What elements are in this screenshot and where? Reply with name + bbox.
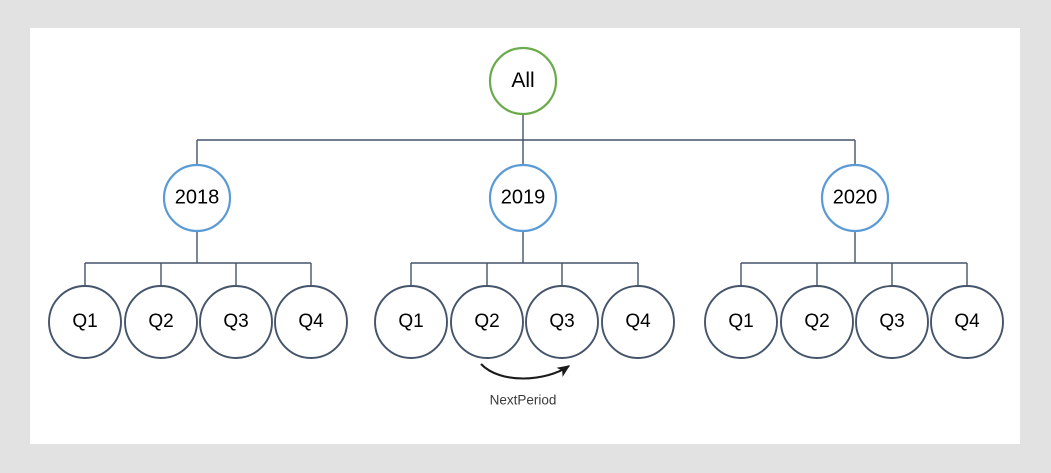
node-2018-q1[interactable]	[48, 285, 122, 359]
node-2020-q3[interactable]	[855, 285, 929, 359]
node-2019-q3[interactable]	[525, 285, 599, 359]
node-year-2019[interactable]	[488, 163, 558, 233]
node-2018-q4[interactable]	[274, 285, 348, 359]
next-period-label: NextPeriod	[489, 392, 557, 408]
node-2018-q3[interactable]	[199, 285, 273, 359]
connector-2018-to-quarters	[84, 231, 312, 286]
node-2019-q2[interactable]	[450, 285, 524, 359]
node-year-2020[interactable]	[820, 163, 890, 233]
node-all[interactable]	[488, 46, 558, 116]
node-2019-q4[interactable]	[601, 285, 675, 359]
node-2020-q1[interactable]	[704, 285, 778, 359]
node-2018-q2[interactable]	[124, 285, 198, 359]
node-2020-q4[interactable]	[930, 285, 1004, 359]
node-2020-q2[interactable]	[780, 285, 854, 359]
node-year-2018[interactable]	[162, 163, 232, 233]
connector-2020-to-quarters	[740, 231, 968, 286]
connector-2019-to-quarters	[410, 231, 639, 286]
connector-root-to-years	[196, 114, 856, 165]
next-period-arrow	[480, 363, 571, 380]
node-2019-q1[interactable]	[374, 285, 448, 359]
